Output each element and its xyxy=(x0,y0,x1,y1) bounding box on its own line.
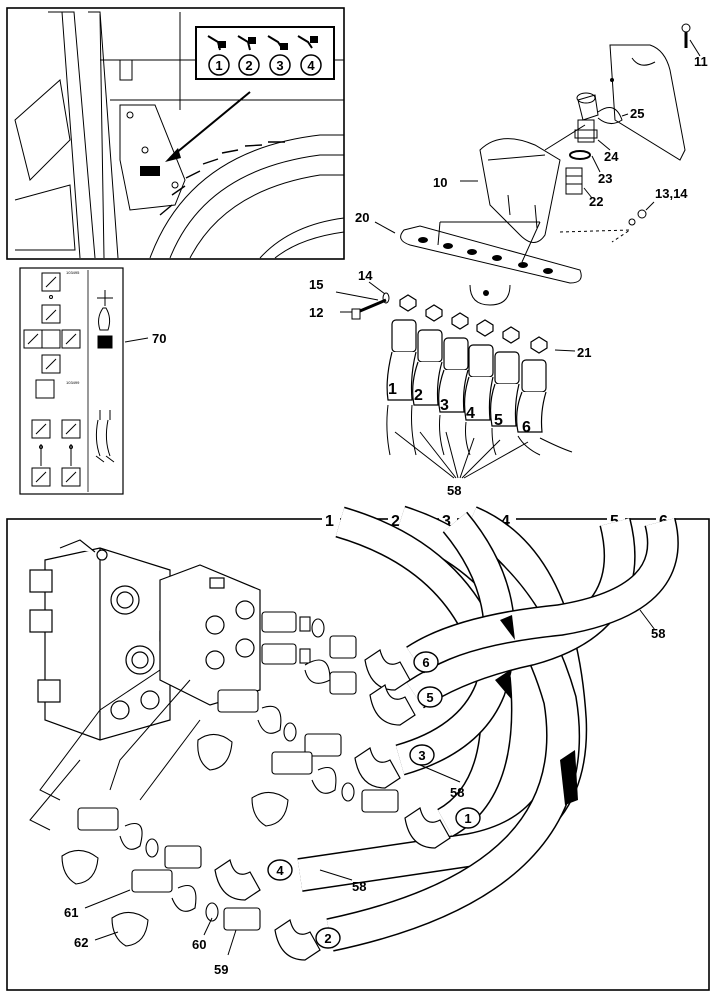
callout-22: 22 xyxy=(589,194,603,209)
hose-number: 2 xyxy=(414,387,423,404)
callout-13-14: 13,14 xyxy=(655,186,688,201)
hose-number: 5 xyxy=(494,412,503,429)
control-decal: 103495 103499 xyxy=(19,267,166,495)
elbow-fittings xyxy=(214,649,451,961)
callout-20: 20 xyxy=(355,210,369,225)
hose-number: 1 xyxy=(388,381,397,398)
hose-fittings-upper xyxy=(386,294,548,433)
callout-25: 25 xyxy=(630,106,644,121)
callout-58-mid: 58 xyxy=(450,785,464,800)
callout-15: 15 xyxy=(309,277,323,292)
callout-70: 70 xyxy=(152,331,166,346)
hose-number: 1 xyxy=(325,513,334,530)
fitting-badge: 5 xyxy=(426,690,433,705)
callout-14: 14 xyxy=(358,268,373,283)
decal-code-lower: 103499 xyxy=(66,380,80,385)
callout-59: 59 xyxy=(214,962,228,977)
position-badges: 1 2 3 4 xyxy=(208,54,322,76)
position-badge: 4 xyxy=(307,58,315,73)
hose-number: 5 xyxy=(610,513,619,530)
hose-number: 6 xyxy=(522,419,531,436)
callout-21: 21 xyxy=(577,345,591,360)
fitting-badge: 6 xyxy=(422,655,429,670)
decal-location-marker xyxy=(140,166,160,176)
decal-code-upper: 103495 xyxy=(66,270,80,275)
hose-number: 4 xyxy=(466,405,475,422)
control-valve-block xyxy=(29,539,261,741)
upper-hose-numbers: 1 2 3 4 5 6 xyxy=(388,381,531,436)
callout-60: 60 xyxy=(192,937,206,952)
fitting-badge: 3 xyxy=(418,748,425,763)
callout-61: 61 xyxy=(64,905,78,920)
hose-number: 3 xyxy=(442,513,451,530)
upper-exploded-view: 11 25 24 23 22 10 13,14 xyxy=(309,23,708,498)
callout-10: 10 xyxy=(433,175,447,190)
hoses-lower xyxy=(297,505,679,952)
fitting-badge: 2 xyxy=(324,931,331,946)
couplers-and-fittings xyxy=(61,611,399,947)
position-badge: 3 xyxy=(276,58,283,73)
callout-58-bottom: 58 xyxy=(352,879,366,894)
fitting-badge: 1 xyxy=(464,811,471,826)
tyre-tread xyxy=(159,141,285,216)
fitting-badges: 6 5 3 1 4 2 xyxy=(267,651,481,949)
callout-58-upper: 58 xyxy=(447,483,461,498)
callout-58-right: 58 xyxy=(651,626,665,641)
position-badge: 1 xyxy=(215,58,222,73)
hose-number: 2 xyxy=(391,513,400,530)
lower-detail-view: 1 2 3 4 5 6 xyxy=(6,505,710,991)
callout-24: 24 xyxy=(604,149,619,164)
position-badge: 2 xyxy=(245,58,252,73)
hose-number: 3 xyxy=(440,397,449,414)
lever-icons xyxy=(207,35,318,51)
cab-inset: 1 2 3 4 xyxy=(6,7,345,260)
hose-number: 4 xyxy=(501,513,510,530)
callout-12: 12 xyxy=(309,305,323,320)
callout-23: 23 xyxy=(598,171,612,186)
callout-62: 62 xyxy=(74,935,88,950)
callout-11: 11 xyxy=(694,54,708,69)
fitting-badge: 4 xyxy=(276,863,284,878)
